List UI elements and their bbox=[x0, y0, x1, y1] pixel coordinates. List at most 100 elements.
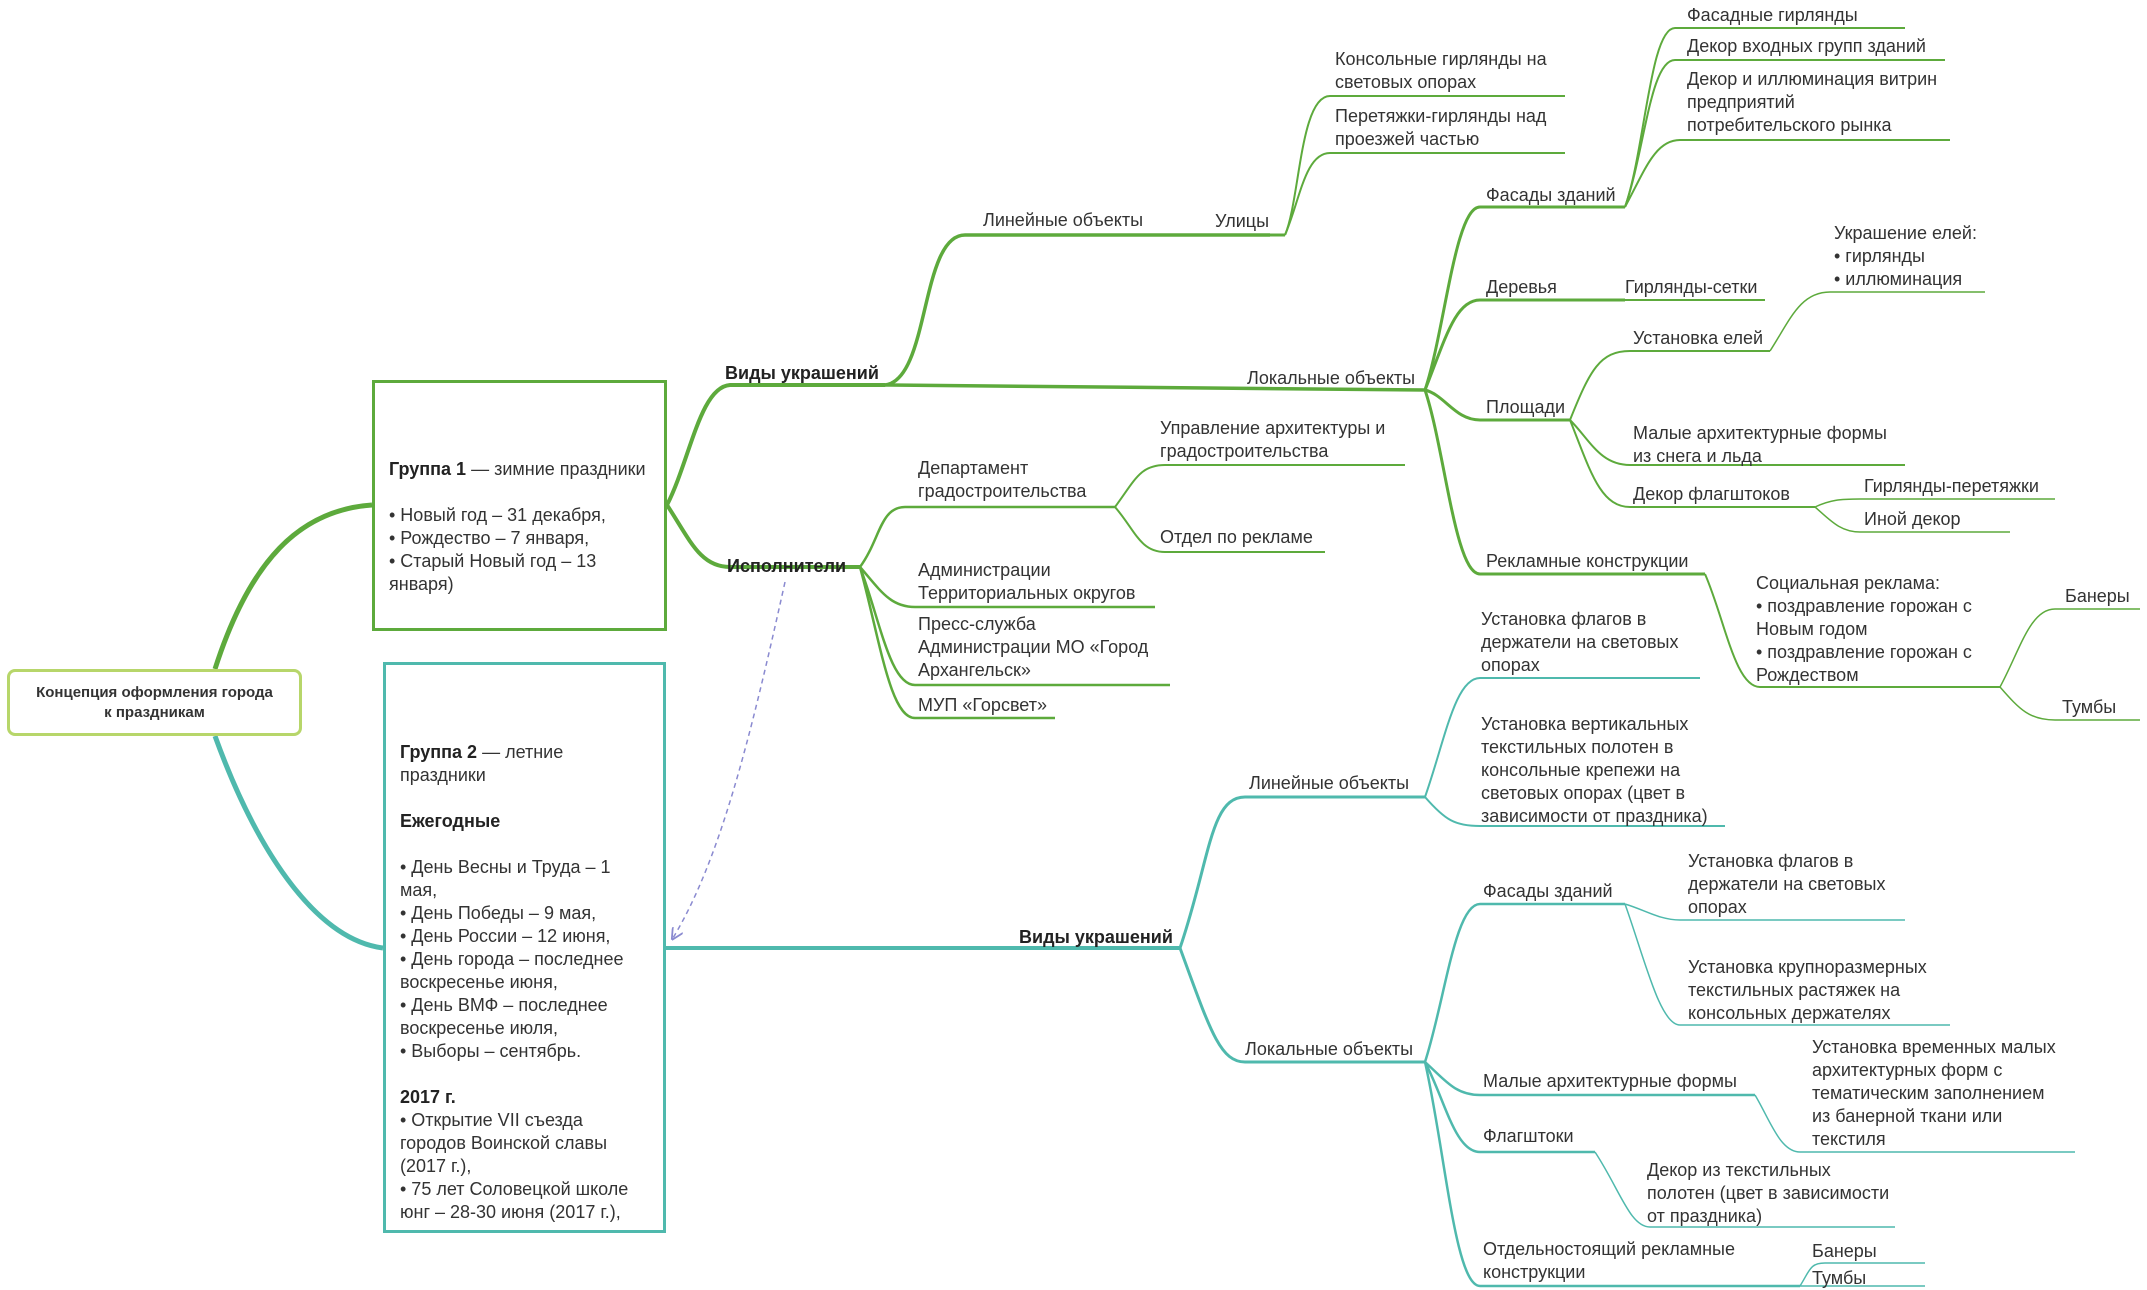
g1-ads-label[interactable]: Рекламные конструкции bbox=[1486, 551, 1689, 571]
edge-local-squares bbox=[1424, 388, 1570, 422]
g2-flagpoles-label[interactable]: Флагштоки bbox=[1483, 1126, 1574, 1146]
g1-flags-item-1[interactable]: Гирлянды-перетяжки bbox=[1864, 476, 2039, 496]
g1-trees-label[interactable]: Деревья bbox=[1486, 277, 1557, 297]
edge-g2kinds-linear bbox=[1178, 795, 1425, 949]
g1-squares-maf[interactable]: Малые архитектурные формы из снега и льд… bbox=[1633, 423, 1887, 466]
g1-facade-item-2[interactable]: Декор входных групп зданий bbox=[1687, 36, 1926, 56]
edge-g2local-ads bbox=[1423, 1061, 1800, 1288]
g2-kinds-label[interactable]: Виды украшений bbox=[1019, 927, 1173, 947]
g1-street-console[interactable]: Консольные гирлянды на световых опорах bbox=[1335, 49, 1547, 92]
edge-g2facades-flags bbox=[1624, 903, 1905, 921]
g1-facades-label[interactable]: Фасады зданий bbox=[1486, 185, 1616, 205]
g1-executors-label[interactable]: Исполнители bbox=[727, 556, 847, 576]
group2-annual-title: Ежегодные bbox=[400, 811, 501, 831]
edge-root-group1 bbox=[212, 502, 373, 670]
g2-linear-flags[interactable]: Установка флагов в держатели на световых… bbox=[1481, 609, 1679, 675]
edge-ads-social bbox=[1704, 573, 2000, 688]
g2-maf-label[interactable]: Малые архитектурные формы bbox=[1483, 1071, 1737, 1091]
edge-g1-kinds bbox=[665, 383, 885, 506]
edge-facades-2 bbox=[1624, 59, 1945, 208]
group2-year-items: • Открытие VII съезда городов Воинской с… bbox=[400, 1110, 629, 1222]
edge-flags-2 bbox=[1814, 506, 2010, 533]
relation-arrow bbox=[673, 581, 786, 938]
edge-g2local-facades bbox=[1423, 902, 1625, 1063]
g1-firs-label[interactable]: Установка елей bbox=[1633, 328, 1764, 348]
g1-ads-tumby[interactable]: Тумбы bbox=[2062, 697, 2117, 717]
g1-exec-admin[interactable]: Администрации Территориальных округов bbox=[918, 560, 1136, 603]
edge-g2linear-vertical bbox=[1424, 796, 1725, 827]
g2-ads-label[interactable]: Отдельностоящий рекламные конструкции bbox=[1483, 1239, 1735, 1282]
g2-maf-temporary[interactable]: Установка временных малых архитектурных … bbox=[1812, 1037, 2056, 1149]
edge-social-banners bbox=[1999, 608, 2140, 688]
edge-g2facades-stretch bbox=[1624, 903, 1950, 1026]
edge-exec-admin bbox=[859, 566, 1155, 609]
edge-flags-1 bbox=[1814, 498, 2055, 508]
edge-kinds-local bbox=[884, 383, 1426, 392]
group1-title: Группа 1 bbox=[389, 459, 467, 479]
edge-g2local-flagpoles bbox=[1423, 1061, 1595, 1154]
group2-annual-items: • День Весны и Труда – 1 мая, • День Поб… bbox=[400, 857, 624, 1061]
g1-streets-label[interactable]: Улицы bbox=[1215, 211, 1270, 231]
edge-streets-overhead bbox=[1284, 152, 1565, 236]
g1-flags-item-2[interactable]: Иной декор bbox=[1864, 509, 1961, 529]
group2-year-title: 2017 г. bbox=[400, 1087, 456, 1107]
g1-local-label[interactable]: Локальные объекты bbox=[1247, 368, 1416, 388]
g1-linear-label[interactable]: Линейные объекты bbox=[983, 210, 1144, 230]
edge-social-tumby bbox=[1999, 686, 2140, 721]
edge-squares-maf bbox=[1569, 419, 1905, 466]
g1-department-arch[interactable]: Управление архитектуры и градостроительс… bbox=[1160, 418, 1386, 461]
group2-title: Группа 2 bbox=[400, 742, 478, 762]
edge-root-group2 bbox=[212, 735, 384, 951]
g1-flags-label[interactable]: Декор флагштоков bbox=[1633, 484, 1790, 504]
g1-kinds-label[interactable]: Виды украшений bbox=[725, 363, 879, 383]
g2-ads-banners[interactable]: Банеры bbox=[1812, 1241, 1877, 1261]
g2-local-label[interactable]: Локальные объекты bbox=[1245, 1039, 1414, 1059]
edge-g2kinds-local bbox=[1178, 947, 1425, 1064]
g1-ads-banners[interactable]: Банеры bbox=[2065, 586, 2130, 606]
edge-facades-3 bbox=[1624, 139, 1950, 208]
edge-g2ads-banners bbox=[1799, 1262, 1925, 1287]
group1-title-rest: — зимние праздники bbox=[466, 459, 646, 479]
g2-facade-stretch[interactable]: Установка крупноразмерных текстильных ра… bbox=[1688, 957, 1927, 1023]
g1-ads-social[interactable]: Социальная реклама: • поздравление горож… bbox=[1756, 573, 1972, 685]
g1-department-ads[interactable]: Отдел по рекламе bbox=[1160, 527, 1313, 547]
group2-title-rest: — летние праздники bbox=[400, 742, 564, 785]
g1-squares-label[interactable]: Площади bbox=[1486, 397, 1566, 417]
edge-g2linear-flags bbox=[1424, 677, 1700, 798]
g1-street-overhead[interactable]: Перетяжки-гирлянды над проезжей частью bbox=[1335, 106, 1547, 149]
edge-g1-executors bbox=[665, 503, 860, 569]
g2-facades-label[interactable]: Фасады зданий bbox=[1483, 881, 1613, 901]
g1-exec-gorsvet[interactable]: МУП «Горсвет» bbox=[918, 695, 1047, 715]
edge-exec-press bbox=[858, 566, 1170, 687]
g2-linear-label[interactable]: Линейные объекты bbox=[1249, 773, 1410, 793]
edge-g2flagpoles-decor bbox=[1594, 1151, 1895, 1228]
edge-exec-gorsvet bbox=[858, 566, 1055, 720]
g1-facade-item-3[interactable]: Декор и иллюминация витрин предприятий п… bbox=[1687, 69, 1938, 135]
g1-firs-decor[interactable]: Украшение елей: • гирлянды • иллюминация bbox=[1834, 223, 1977, 289]
edge-local-ads bbox=[1423, 389, 1705, 576]
g1-facade-item-1[interactable]: Фасадные гирлянды bbox=[1687, 5, 1858, 25]
edge-kinds-linear bbox=[884, 233, 1270, 387]
group1-node[interactable]: Группа 1 — зимние праздники • Новый год … bbox=[372, 380, 667, 631]
edge-department-ads bbox=[1114, 506, 1325, 553]
root-node[interactable]: Концепция оформления города к праздникам bbox=[7, 669, 302, 736]
g2-flagpoles-decor[interactable]: Декор из текстильных полотен (цвет в зав… bbox=[1647, 1160, 1890, 1226]
edge-g2local-maf bbox=[1424, 1061, 1755, 1097]
edge-department-arch bbox=[1114, 464, 1405, 508]
edge-squares-flags bbox=[1569, 419, 1815, 508]
edge-firs-decor bbox=[1769, 291, 1985, 352]
edge-exec-department bbox=[858, 505, 1115, 568]
g1-department-label[interactable]: Департамент градостроительства bbox=[918, 458, 1087, 501]
group2-node[interactable]: Группа 2 — летние праздники Ежегодные • … bbox=[383, 662, 666, 1233]
edge-g2maf-temporary bbox=[1754, 1094, 2075, 1153]
group1-holidays: • Новый год – 31 декабря, • Рождество – … bbox=[389, 505, 606, 594]
g1-exec-press[interactable]: Пресс-служба Администрации МО «Город Арх… bbox=[918, 614, 1149, 680]
g2-facade-flags[interactable]: Установка флагов в держатели на световых… bbox=[1688, 851, 1886, 917]
g1-trees-nets[interactable]: Гирлянды-сетки bbox=[1625, 277, 1758, 297]
edge-squares-firs bbox=[1569, 350, 1770, 421]
g2-ads-tumby[interactable]: Тумбы bbox=[1812, 1268, 1867, 1288]
group1-heading: Группа 1 — зимние праздники bbox=[389, 458, 649, 481]
edge-local-facades bbox=[1423, 205, 1625, 391]
g2-linear-vertical[interactable]: Установка вертикальных текстильных полот… bbox=[1481, 714, 1708, 826]
